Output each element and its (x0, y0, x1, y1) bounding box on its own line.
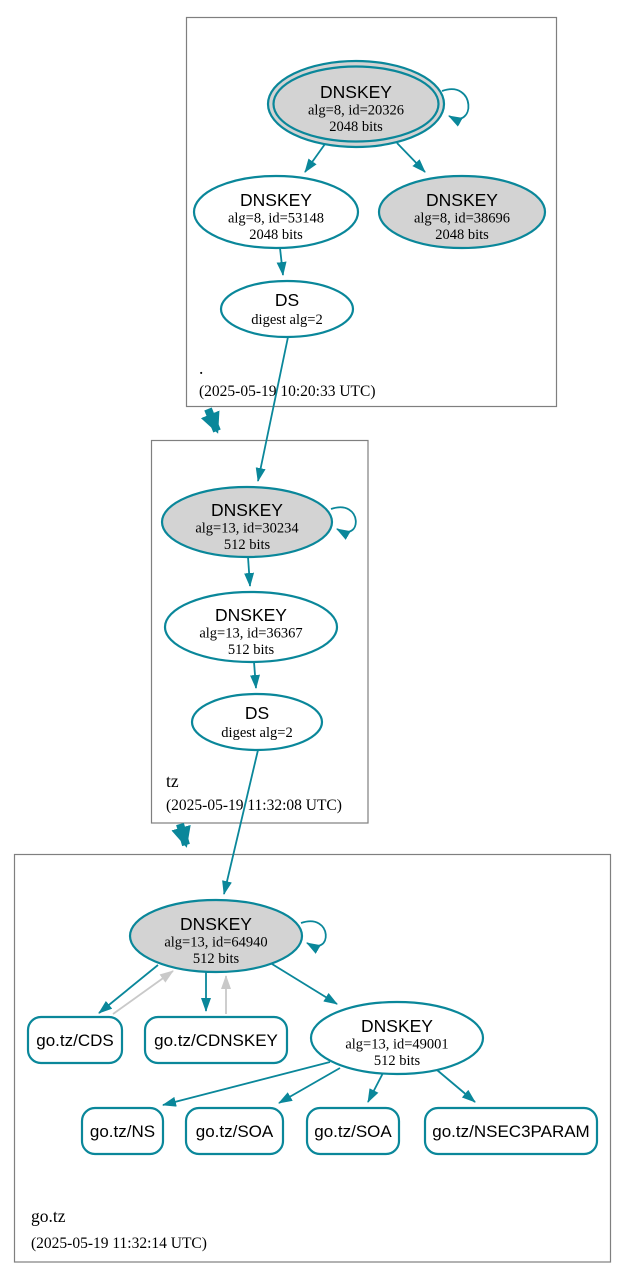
rrset-label: go.tz/NS (90, 1122, 155, 1141)
self-loop-tzksk (330, 506, 357, 540)
zone-box-tz (150, 439, 369, 824)
edge-cds-to-gotzksk (112, 970, 174, 1015)
rrset-node-cds: go.tz/CDS (26, 1015, 124, 1065)
node-detail: alg=13, id=64940 (164, 935, 267, 951)
node-detail: alg=13, id=30234 (195, 521, 299, 537)
rrset-label: go.tz/CDNSKEY (154, 1031, 278, 1050)
node-detail: alg=13, id=36367 (199, 626, 302, 642)
zone-name-gotz: go.tz (31, 1206, 66, 1226)
node-title: DNSKEY (180, 914, 252, 934)
zone-box-gotz (13, 853, 612, 1263)
delegation-arrow-root-to-tz (200, 407, 221, 434)
ds-node-root: DS digest alg=2 (219, 279, 355, 339)
node-detail: alg=8, id=53148 (228, 211, 324, 227)
dnskey-node-root-38696: DNSKEY alg=8, id=38696 2048 bits (377, 174, 547, 250)
node-bits: 2048 bits (249, 227, 303, 243)
rrset-node-nsec3param: go.tz/NSEC3PARAM (423, 1106, 599, 1156)
node-bits: 2048 bits (329, 119, 383, 135)
node-detail: alg=8, id=20326 (308, 103, 404, 119)
node-detail: alg=8, id=38696 (414, 211, 510, 227)
self-loop-rootksk (441, 88, 470, 127)
rrset-label: go.tz/SOA (314, 1122, 392, 1141)
rrset-node-soa-1: go.tz/SOA (184, 1106, 285, 1156)
node-bits: 512 bits (193, 951, 240, 967)
edge-gotzzsk-to-ns (162, 1061, 331, 1107)
node-title: DNSKEY (215, 605, 287, 625)
edge-gotzksk-to-gotzzsk (271, 963, 338, 1005)
node-title: DNSKEY (361, 1016, 433, 1036)
node-bits: 512 bits (228, 642, 275, 658)
node-detail: alg=13, id=49001 (345, 1037, 448, 1053)
self-loop-gotzksk (300, 920, 327, 954)
node-title: DNSKEY (211, 500, 283, 520)
edge-tzds-to-gotzksk (222, 749, 259, 895)
rrset-node-cdnskey: go.tz/CDNSKEY (143, 1015, 289, 1065)
rrset-label: go.tz/CDS (36, 1031, 113, 1050)
zone-timestamp-gotz: (2025-05-19 11:32:14 UTC) (31, 1235, 207, 1252)
dnskey-node-tz-ksk-30234: DNSKEY alg=13, id=30234 512 bits (160, 485, 334, 559)
node-bits: 2048 bits (435, 227, 489, 243)
node-detail: digest alg=2 (221, 725, 292, 741)
node-title: DS (275, 290, 299, 310)
dnskey-node-root-zsk-53148: DNSKEY alg=8, id=53148 2048 bits (192, 174, 360, 250)
node-title: DS (245, 703, 269, 723)
node-title: DNSKEY (240, 190, 312, 210)
zone-timestamp-tz: (2025-05-19 11:32:08 UTC) (166, 797, 342, 814)
edge-gotzzsk-to-soa2 (367, 1072, 384, 1103)
dnskey-node-gotz-zsk-49001: DNSKEY alg=13, id=49001 512 bits (309, 1000, 485, 1076)
node-bits: 512 bits (224, 537, 271, 553)
edge-gotzksk-to-cds (98, 964, 159, 1014)
rrset-node-ns: go.tz/NS (80, 1106, 165, 1156)
delegation-arrow-tz-to-gotz (171, 822, 191, 848)
edge-rootksk-to-key38696 (396, 142, 426, 173)
ds-node-tz: DS digest alg=2 (190, 692, 324, 752)
edge-rootksk-to-rootzsk (304, 143, 326, 173)
rrset-node-soa-2: go.tz/SOA (305, 1106, 401, 1156)
dnskey-node-gotz-ksk-64940: DNSKEY alg=13, id=64940 512 bits (128, 898, 304, 974)
zone-timestamp-root: (2025-05-19 10:20:33 UTC) (199, 383, 376, 400)
zone-box-root (185, 16, 558, 408)
node-title: DNSKEY (320, 82, 392, 102)
edge-tzksk-to-tzzsk (244, 556, 255, 587)
edge-gotzzsk-to-soa1 (278, 1067, 341, 1104)
zone-name-tz: tz (166, 771, 179, 791)
dnskey-node-tz-zsk-36367: DNSKEY alg=13, id=36367 512 bits (163, 590, 339, 664)
zone-name-root: . (199, 358, 203, 378)
edge-rootzsk-to-rootds (276, 247, 287, 276)
node-detail: digest alg=2 (251, 312, 322, 328)
dnskey-node-root-ksk-20326: DNSKEY alg=8, id=20326 2048 bits (266, 59, 446, 149)
edge-rootds-to-tzksk (255, 336, 289, 482)
rrset-label: go.tz/NSEC3PARAM (432, 1122, 589, 1141)
node-bits: 512 bits (374, 1053, 421, 1069)
edge-tzzsk-to-tzds (250, 661, 260, 689)
node-title: DNSKEY (426, 190, 498, 210)
edge-gotzzsk-to-nsec3param (436, 1069, 476, 1103)
rrset-label: go.tz/SOA (196, 1122, 274, 1141)
